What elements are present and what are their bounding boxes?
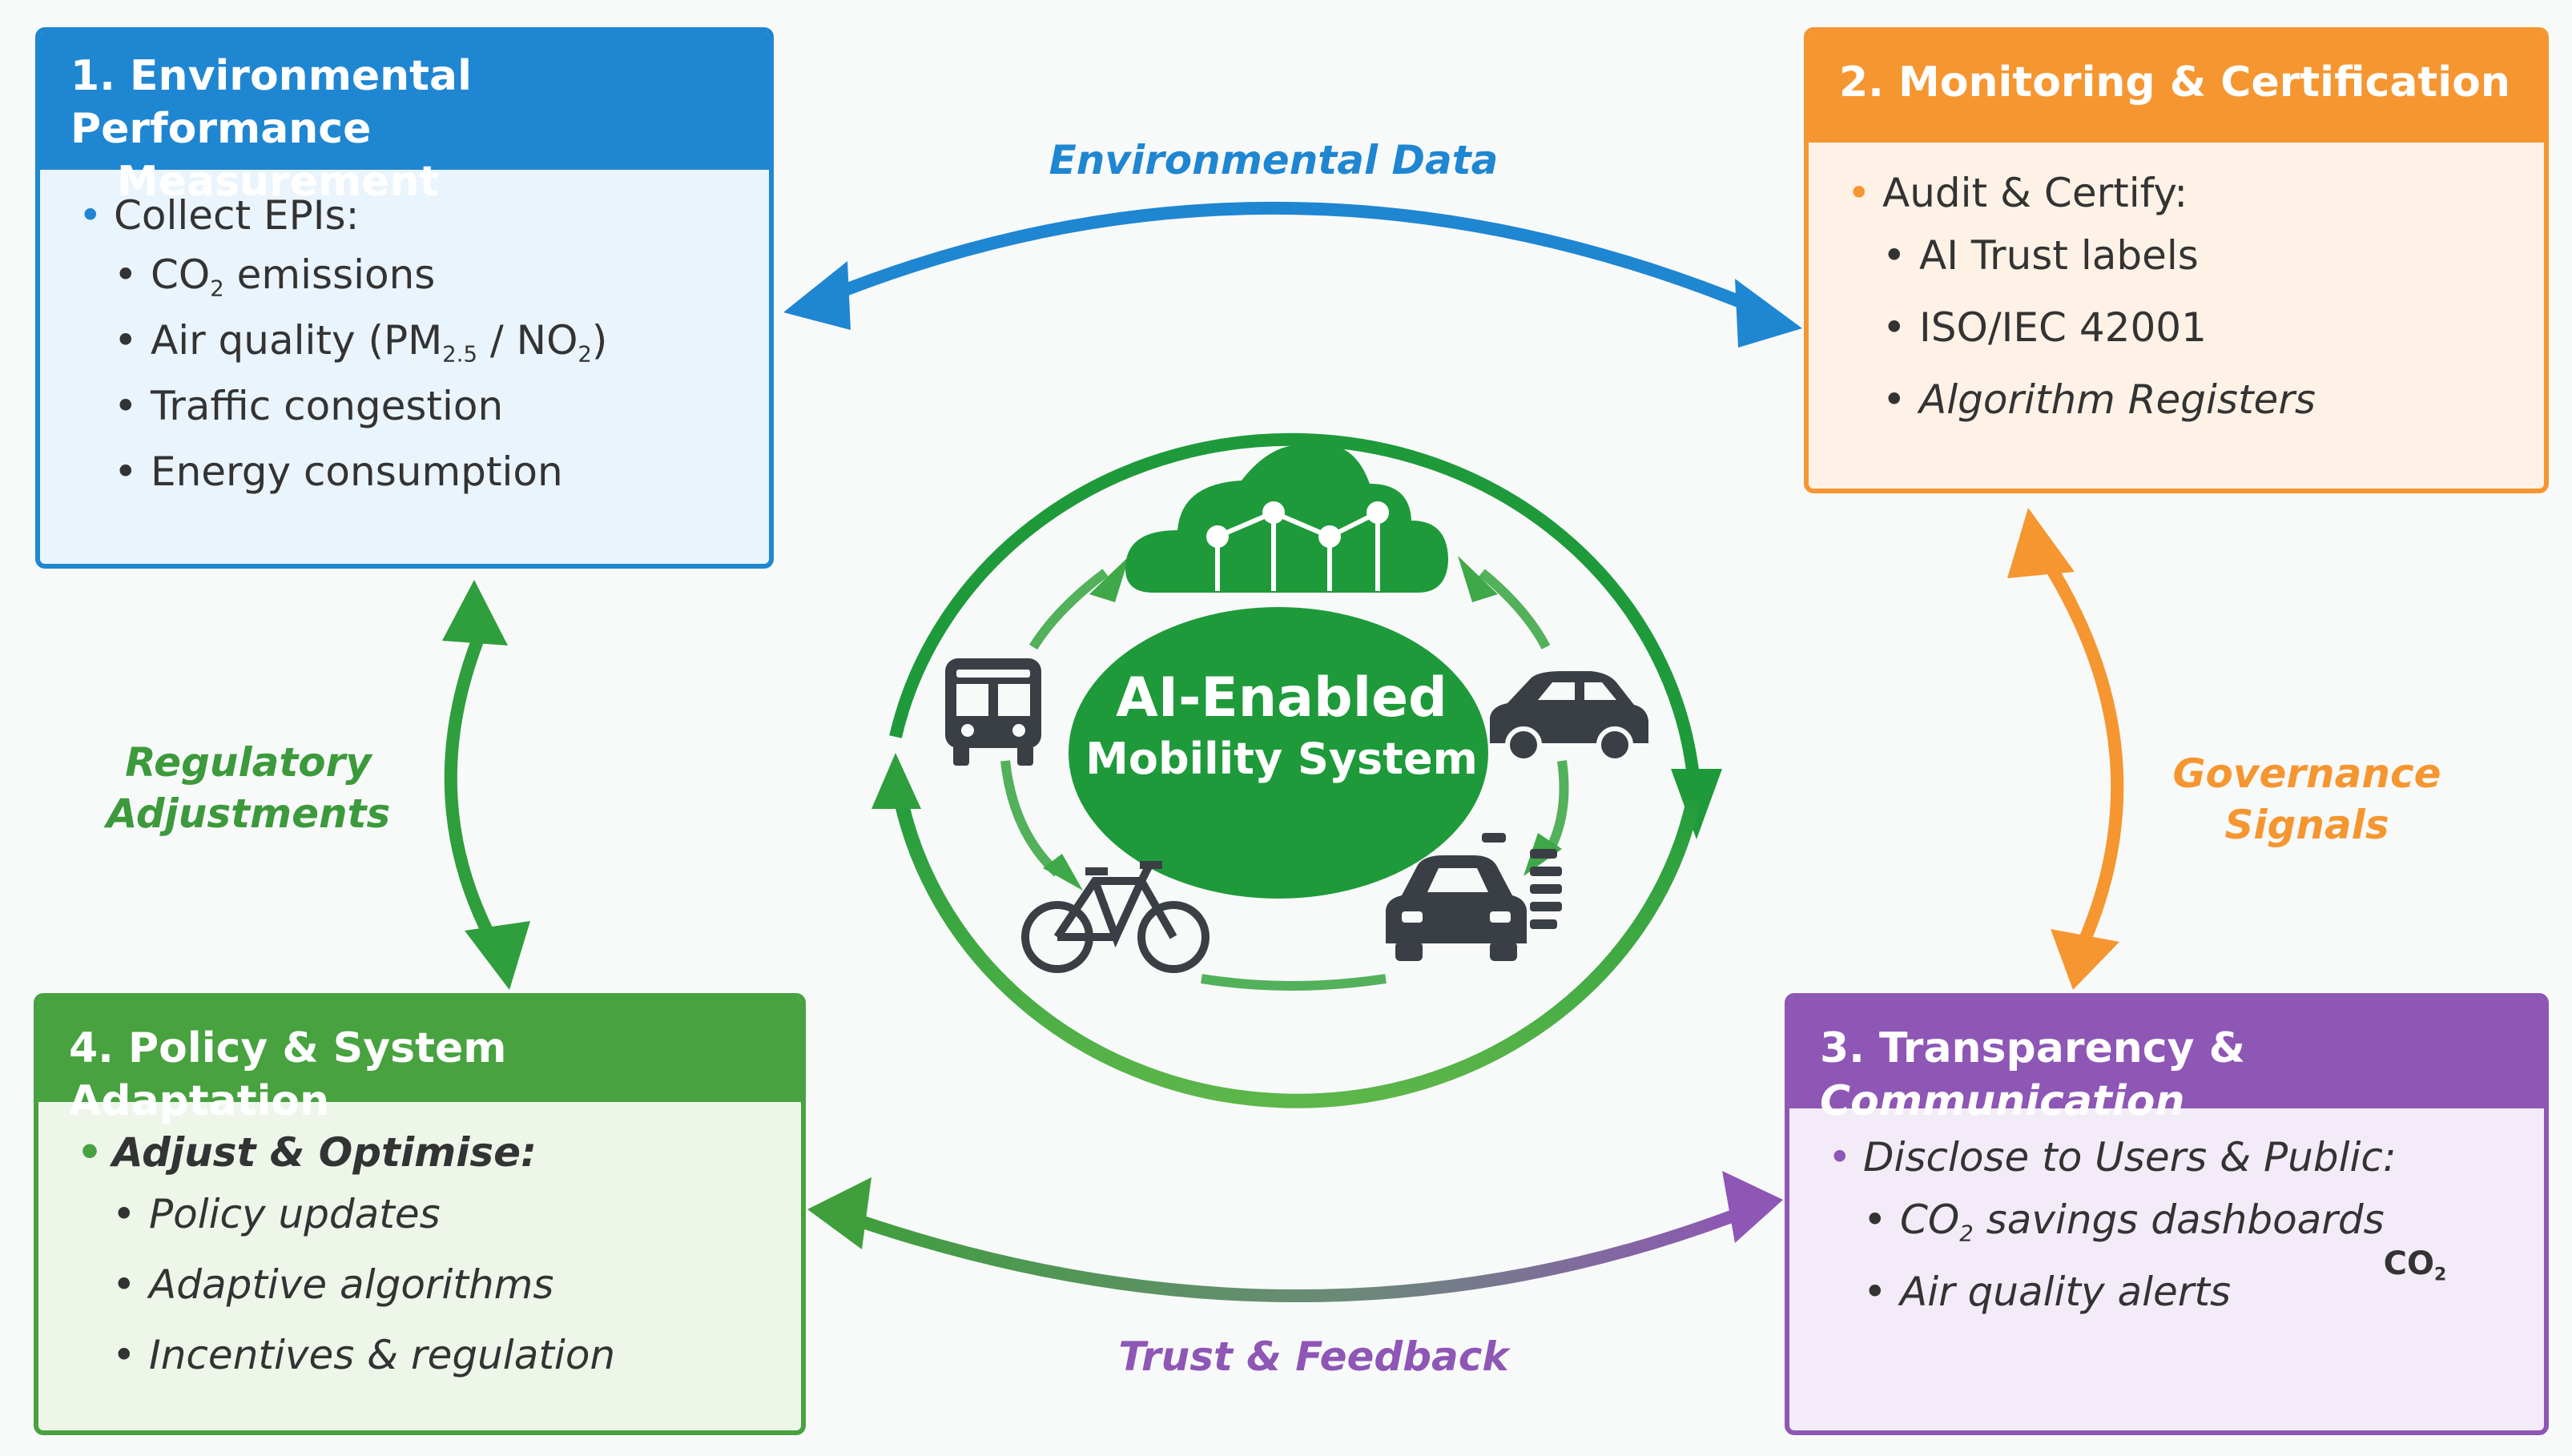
center-line-2: Mobility System: [1085, 734, 1478, 784]
box-title: 3. Transparency & Communication: [1789, 998, 2544, 1125]
center-label: AI-Enabled Mobility System: [1073, 665, 1490, 786]
regulatory-line-1: Regulatory: [125, 739, 372, 786]
epi-list: CO2 emissions Air quality (PM2.5 / NO2) …: [72, 242, 737, 505]
list-item: ISO/IEC 42001: [1841, 292, 2512, 364]
cloud-network-icon: [1125, 444, 1448, 593]
list-item: AI Trust labels: [1841, 219, 2512, 292]
phone-co2-label: CO2: [2383, 1245, 2447, 1285]
title-line-1: 1. Environmental Performance: [70, 52, 472, 153]
trust-feedback-arrow: [807, 1171, 1783, 1303]
lead-item: Audit & Certify:: [1841, 167, 2512, 219]
governance-signals-arrow: [2007, 508, 2124, 990]
list-item: CO2 savings dashboards: [1821, 1184, 2512, 1256]
box-title: 4. Policy & System Adaptation: [38, 998, 801, 1125]
electric-car-icon: [1386, 833, 1562, 961]
disclose-list: CO2 savings dashboards Air quality alert…: [1821, 1184, 2512, 1328]
environmental-data-arrow: [783, 201, 1802, 348]
monitoring-certification-box: 2. Monitoring & Certification Audit & Ce…: [1804, 27, 2549, 493]
bicycle-icon: [1021, 861, 1210, 973]
center-line-1: AI-Enabled: [1116, 666, 1447, 730]
center-ellipse: [1069, 607, 1488, 899]
list-item: CO2 emissions: [72, 242, 737, 308]
list-item: Traffic congestion: [72, 373, 737, 439]
policy-adaptation-box: 4. Policy & System Adaptation Adjust & O…: [34, 993, 806, 1435]
box-title: 1. Environmental Performance Measurement: [40, 32, 769, 206]
transparency-communication-box: 3. Transparency & Communication Disclose…: [1785, 993, 2549, 1435]
lead-item: Collect EPIs:: [72, 189, 737, 242]
list-item: Incentives & regulation: [70, 1320, 769, 1390]
environmental-data-label: Environmental Data: [1049, 137, 1499, 183]
regulatory-adjustments-arrow: [442, 580, 530, 990]
certify-list: AI Trust labels ISO/IEC 42001 Algorithm …: [1841, 219, 2512, 436]
bus-icon: [945, 658, 1041, 766]
regulatory-adjustments-label: Regulatory Adjustments: [80, 737, 417, 839]
list-item: Air quality (PM2.5 / NO2): [72, 308, 737, 373]
car-icon: [1490, 671, 1648, 763]
box-title: 2. Monitoring & Certification: [1809, 32, 2544, 143]
trust-feedback-label: Trust & Feedback: [1118, 1333, 1509, 1380]
list-item: Adaptive algorithms: [70, 1249, 769, 1320]
governance-signals-label: Governance Signals: [2172, 750, 2441, 848]
lead-item: Disclose to Users & Public:: [1821, 1131, 2512, 1184]
list-item: Energy consumption: [72, 439, 737, 505]
outer-cycle-ring: [871, 432, 1722, 1108]
regulatory-line-2: Adjustments: [106, 790, 391, 837]
list-item: Policy updates: [70, 1179, 769, 1249]
environmental-performance-box: 1. Environmental Performance Measurement…: [35, 27, 774, 569]
adapt-list: Policy updates Adaptive algorithms Incen…: [70, 1179, 769, 1390]
list-item: Algorithm Registers: [1841, 364, 2512, 436]
list-item: Air quality alerts: [1821, 1256, 2512, 1328]
lead-item: Adjust & Optimise:: [70, 1126, 769, 1179]
